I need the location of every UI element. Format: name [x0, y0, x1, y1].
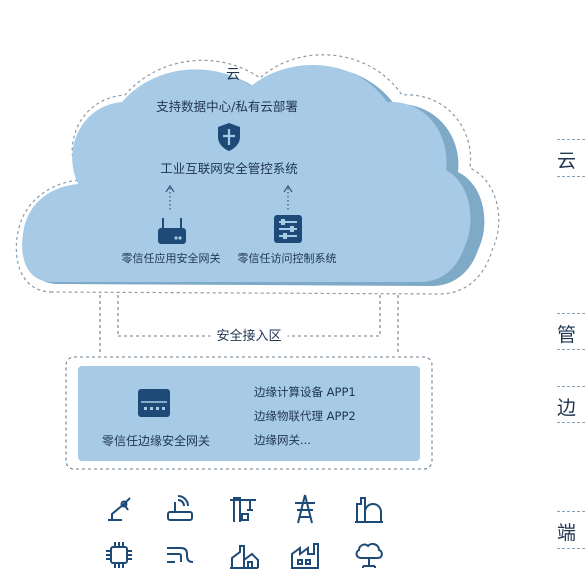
- crane-icon: [230, 497, 256, 522]
- edge-item: 边缘网关...: [254, 433, 311, 447]
- side-label-edge: 边: [557, 397, 577, 419]
- cloud-network-icon: [355, 542, 383, 568]
- factory-icon: [291, 543, 319, 569]
- side-divider: [557, 139, 585, 140]
- app-gateway-label: 零信任应用安全网关: [121, 252, 221, 265]
- edge-gateway-label: 零信任边缘安全网关: [101, 434, 211, 448]
- edge-gateway-icon: [138, 389, 170, 417]
- side-divider: [557, 422, 585, 423]
- edge-item: 边缘物联代理 APP2: [254, 409, 356, 423]
- access-zone-label: 安全接入区: [210, 325, 288, 344]
- side-label-pipe: 管: [557, 324, 577, 346]
- edge-outer-box: [65, 356, 433, 470]
- cloud-title: 云: [226, 67, 240, 83]
- industrial-plant-icon: [230, 545, 259, 569]
- system-name: 工业互联网安全管控系统: [160, 161, 298, 176]
- side-label-cloud: 云: [557, 150, 577, 172]
- side-divider: [557, 511, 585, 512]
- side-divider: [557, 386, 585, 387]
- factory-tank-icon: [355, 497, 383, 523]
- side-divider: [557, 176, 585, 177]
- router-icon: [158, 218, 186, 244]
- robot-arm-icon: [108, 497, 131, 521]
- chip-icon: [106, 542, 132, 568]
- access-zone-lines: [99, 295, 399, 352]
- shield-icon: [218, 123, 240, 151]
- cloud-main: [22, 65, 471, 282]
- side-divider: [557, 313, 585, 314]
- power-tower-icon: [295, 494, 315, 524]
- access-control-label: 零信任访问控制系统: [237, 252, 337, 265]
- cloud-dashed-outline: [15, 54, 500, 295]
- cloud-subtitle: 支持数据中心/私有云部署: [156, 99, 298, 114]
- side-divider: [557, 548, 585, 549]
- cloud-connectors: [169, 188, 289, 212]
- side-label-terminal: 端: [557, 522, 577, 544]
- pipeline-icon: [167, 547, 194, 563]
- router-icon: [167, 495, 193, 521]
- edge-item: 边缘计算设备 APP1: [254, 385, 356, 399]
- control-panel-icon: [274, 215, 302, 243]
- side-divider: [557, 349, 585, 350]
